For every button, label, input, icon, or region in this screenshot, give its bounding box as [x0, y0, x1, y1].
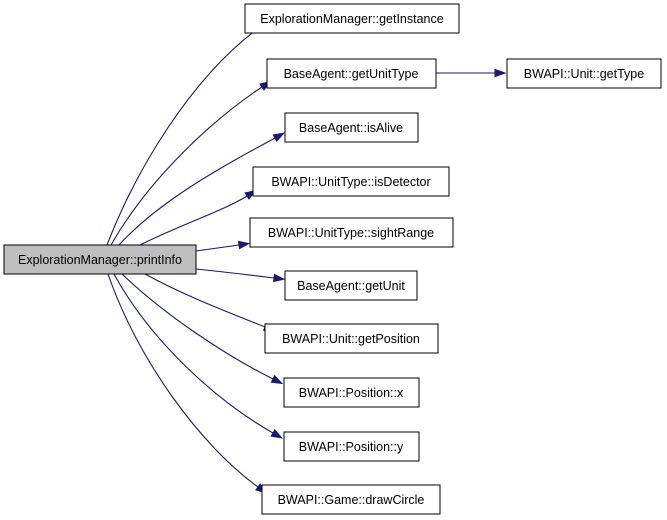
- arrowhead: [494, 68, 507, 78]
- node-bwapi-unit-get-type[interactable]: BWAPI::Unit::getType: [506, 58, 662, 89]
- node-label: BWAPI::Game::drawCircle: [278, 493, 425, 507]
- node-base-agent-is-alive[interactable]: BaseAgent::isAlive: [284, 112, 419, 143]
- node-label: BWAPI::Unit::getType: [524, 67, 644, 81]
- edge-root-to-pos-x: [121, 273, 284, 385]
- node-label: BWAPI::Position::x: [299, 386, 404, 400]
- node-label: BWAPI::UnitType::sightRange: [268, 226, 434, 240]
- node-label: BWAPI::Position::y: [299, 440, 404, 454]
- node-bwapi-unit-get-position[interactable]: BWAPI::Unit::getPosition: [264, 323, 439, 354]
- edge-ba-getUnitType-to-unit-getType: [436, 68, 507, 78]
- edge-root-to-ba-getUnit: [195, 268, 286, 283]
- arrowhead: [237, 240, 251, 250]
- node-label: BaseAgent::isAlive: [299, 121, 403, 135]
- node-exploration-manager-print-info[interactable]: ExplorationManager::printInfo: [3, 244, 197, 275]
- node-bwapi-position-x[interactable]: BWAPI::Position::x: [283, 377, 420, 408]
- node-bwapi-position-y[interactable]: BWAPI::Position::y: [283, 431, 420, 462]
- edge-root-to-ba-getUnitType: [110, 80, 272, 246]
- edge-root-to-pos-y: [113, 273, 283, 439]
- edge-root-to-ut-isDetector: [139, 189, 257, 246]
- arrowhead: [270, 429, 283, 439]
- node-bwapi-game-draw-circle[interactable]: BWAPI::Game::drawCircle: [261, 484, 441, 515]
- node-label: BWAPI::Unit::getPosition: [282, 332, 420, 346]
- node-bwapi-unit-type-is-detector[interactable]: BWAPI::UnitType::isDetector: [252, 166, 450, 197]
- arrowhead: [272, 273, 286, 283]
- node-label: ExplorationManager::printInfo: [18, 253, 182, 267]
- edge-root-to-ut-sightRange: [195, 240, 251, 252]
- edge-root-to-ba-isAlive: [118, 132, 286, 246]
- node-exploration-manager-get-instance[interactable]: ExplorationManager::getInstance: [244, 3, 460, 34]
- node-label: ExplorationManager::getInstance: [260, 12, 443, 26]
- node-label: BWAPI::UnitType::isDetector: [271, 175, 430, 189]
- node-label: BaseAgent::getUnitType: [284, 67, 419, 81]
- edge-root-to-unit-getPosition: [144, 273, 276, 332]
- arrowhead: [270, 374, 284, 385]
- arrowhead: [272, 132, 286, 143]
- edge-root-to-em-getInstance: [106, 23, 266, 246]
- node-base-agent-get-unit[interactable]: BaseAgent::getUnit: [284, 270, 418, 301]
- node-label: BaseAgent::getUnit: [297, 279, 405, 293]
- node-bwapi-unit-type-sight-range[interactable]: BWAPI::UnitType::sightRange: [249, 217, 454, 248]
- edge-root-to-game-drawCircle: [107, 273, 268, 494]
- node-base-agent-get-unit-type[interactable]: BaseAgent::getUnitType: [266, 58, 437, 89]
